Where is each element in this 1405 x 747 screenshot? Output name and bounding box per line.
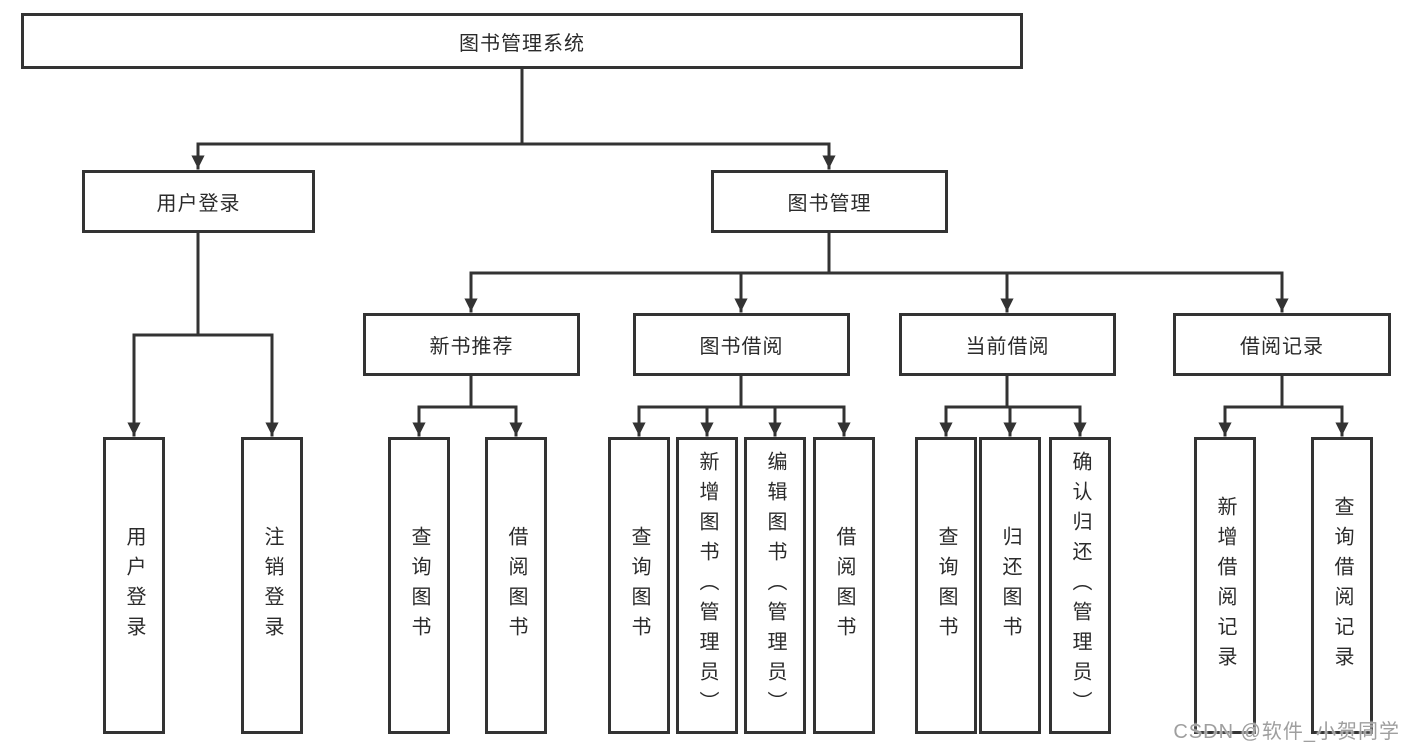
leaf-confirm-return-admin: 确认归还（管理员）: [1049, 437, 1111, 734]
leaf-label: 新增图书（管理员）: [696, 450, 718, 721]
leaf-label: 新增借阅记录: [1214, 495, 1236, 676]
node-new-book-recommend: 新书推荐: [363, 313, 580, 376]
leaf-label: 编辑图书（管理员）: [764, 450, 786, 721]
leaf-logout: 注销登录: [241, 437, 303, 734]
leaf-label: 借阅图书: [833, 525, 855, 646]
leaf-borrow-books: 借阅图书: [813, 437, 875, 734]
leaf-add-borrow-record: 新增借阅记录: [1194, 437, 1256, 734]
leaf-label: 确认归还（管理员）: [1069, 450, 1091, 721]
leaf-user-login: 用户登录: [103, 437, 165, 734]
node-book-borrow: 图书借阅: [633, 313, 850, 376]
leaf-add-books-admin: 新增图书（管理员）: [676, 437, 738, 734]
leaf-label: 归还图书: [999, 525, 1021, 646]
leaf-return-books: 归还图书: [979, 437, 1041, 734]
leaf-label: 查询图书: [628, 525, 650, 646]
leaf-label: 用户登录: [123, 525, 145, 646]
leaf-query-borrow-record: 查询借阅记录: [1311, 437, 1373, 734]
leaf-label: 查询图书: [935, 525, 957, 646]
leaf-label: 注销登录: [261, 525, 283, 646]
leaf-label: 查询图书: [408, 525, 430, 646]
leaf-label: 借阅图书: [505, 525, 527, 646]
node-borrow-records: 借阅记录: [1173, 313, 1391, 376]
node-user-login: 用户登录: [82, 170, 315, 233]
leaf-borrow-books-recommend: 借阅图书: [485, 437, 547, 734]
csdn-watermark: CSDN @软件_小贺同学: [1173, 721, 1400, 743]
leaf-edit-books-admin: 编辑图书（管理员）: [744, 437, 806, 734]
node-current-borrow: 当前借阅: [899, 313, 1116, 376]
leaf-query-books-recommend: 查询图书: [388, 437, 450, 734]
leaf-query-books-current: 查询图书: [915, 437, 977, 734]
leaf-query-books: 查询图书: [608, 437, 670, 734]
node-book-management: 图书管理: [711, 170, 948, 233]
leaf-label: 查询借阅记录: [1331, 495, 1353, 676]
node-root-library-system: 图书管理系统: [21, 13, 1023, 69]
